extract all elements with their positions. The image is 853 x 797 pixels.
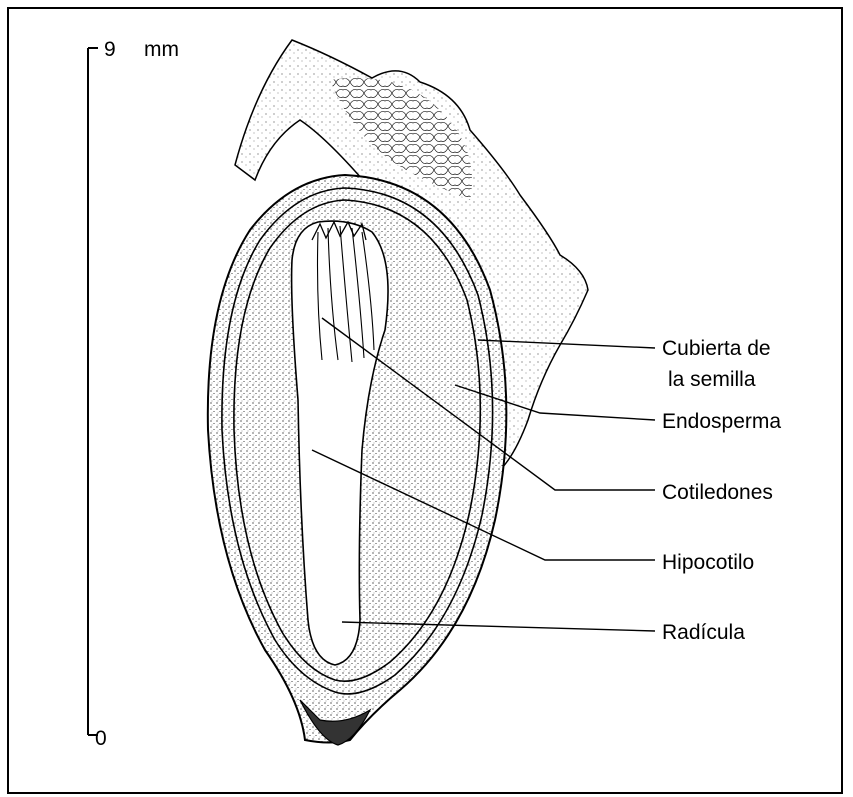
label-seed-coat-line1: Cubierta de: [662, 337, 771, 360]
label-seed-coat-line2: la semilla: [668, 368, 756, 391]
label-hypocotyl: Hipocotilo: [662, 551, 754, 574]
label-endosperm: Endosperma: [662, 410, 781, 433]
label-radicle: Radícula: [662, 621, 745, 644]
scale-bar: 9 mm 0: [88, 38, 179, 750]
scale-unit: mm: [144, 38, 179, 61]
labels: Cubierta de la semilla Endosperma Cotile…: [662, 337, 781, 644]
label-cotyledons: Cotiledones: [662, 481, 773, 504]
scale-top-value: 9: [104, 38, 116, 61]
scale-bottom-value: 0: [95, 727, 107, 750]
